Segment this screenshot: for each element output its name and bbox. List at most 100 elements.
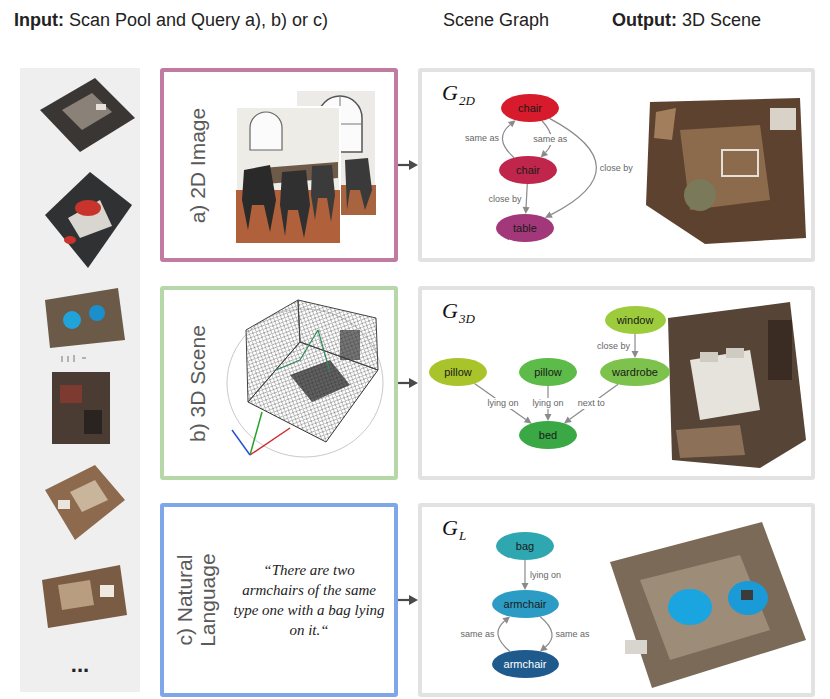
edge-label: lying on bbox=[486, 398, 519, 409]
arrowhead bbox=[502, 617, 510, 624]
node-label: pillow bbox=[444, 366, 472, 378]
connector bbox=[522, 560, 529, 590]
query-box: c) Natural Language “There are two armcha… bbox=[160, 503, 398, 697]
arrowhead bbox=[564, 416, 572, 423]
connector-line bbox=[498, 621, 510, 651]
scan-detail bbox=[96, 104, 106, 110]
graph-symbol: G bbox=[442, 515, 458, 541]
query-label: a) 2D Image bbox=[186, 75, 209, 255]
query-box: a) 2D Image bbox=[160, 68, 398, 262]
connector-line bbox=[398, 599, 409, 601]
output-pillow bbox=[700, 352, 718, 362]
arrowhead bbox=[409, 595, 418, 605]
scan-detail bbox=[89, 305, 105, 321]
scan-detail bbox=[84, 410, 102, 434]
output-pillow bbox=[726, 348, 744, 358]
connector bbox=[398, 595, 418, 605]
query-text: “There are two armchairs of the same typ… bbox=[232, 560, 386, 641]
node-label: armchair bbox=[504, 658, 547, 670]
graph-node: chair bbox=[501, 94, 559, 122]
photo-chair bbox=[345, 158, 372, 210]
output-table bbox=[722, 150, 758, 176]
mesh-wall bbox=[298, 300, 378, 370]
output-detail bbox=[770, 108, 796, 130]
graph-symbol: G bbox=[442, 80, 458, 106]
edge-label: same as bbox=[464, 133, 500, 144]
connector bbox=[502, 120, 515, 158]
output-detail bbox=[625, 640, 647, 654]
output-plant bbox=[684, 179, 716, 211]
node-label: chair bbox=[518, 102, 542, 114]
arrowhead bbox=[545, 414, 552, 421]
connector bbox=[523, 184, 530, 214]
axis-z bbox=[232, 430, 250, 455]
column-header: Scan Pool and Query a), b) or c) bbox=[69, 10, 328, 31]
node-label: armchair bbox=[504, 598, 547, 610]
output-floor bbox=[680, 125, 770, 210]
edge-label: same as bbox=[555, 629, 591, 640]
node-label: table bbox=[513, 222, 537, 234]
scan-detail bbox=[64, 236, 76, 244]
graph-node: pillow bbox=[519, 358, 577, 386]
arrowhead bbox=[522, 583, 529, 590]
graph-node: bag bbox=[496, 532, 554, 560]
edge-label: same as bbox=[459, 629, 495, 640]
output-armchair bbox=[668, 589, 712, 625]
graph-node: wardrobe bbox=[600, 358, 670, 386]
scan-detail bbox=[62, 93, 112, 130]
arrowhead bbox=[508, 120, 516, 127]
scan-detail bbox=[75, 200, 101, 216]
connector-line bbox=[398, 382, 409, 384]
scan-thumbnail bbox=[40, 78, 135, 152]
scan-detail bbox=[60, 385, 82, 403]
connector-line bbox=[502, 125, 514, 158]
column-header: Output: bbox=[612, 10, 677, 31]
scan-thumbnail bbox=[45, 172, 132, 268]
mesh-wall bbox=[246, 300, 300, 402]
graph-node: table bbox=[496, 214, 554, 242]
arrowhead bbox=[540, 644, 548, 651]
connector-line bbox=[634, 334, 635, 351]
graph-node: bed bbox=[519, 421, 577, 449]
output-bed bbox=[690, 350, 760, 420]
edge-label: lying on bbox=[531, 398, 564, 409]
scene-graph-panel: GLbagarmchairarmchair bbox=[418, 503, 815, 697]
photo-chair bbox=[242, 165, 276, 232]
scan-thumbnail bbox=[42, 565, 127, 628]
ellipsis-mark: ... bbox=[71, 652, 89, 678]
arrowhead bbox=[545, 212, 553, 218]
connector bbox=[398, 378, 418, 388]
scene-graph-panel: G3D window pillow pillow wardrobe bed bbox=[418, 286, 815, 480]
graph-subscript: 3D bbox=[459, 311, 475, 327]
graph-node: chair bbox=[499, 156, 557, 184]
graph-symbol: G bbox=[442, 298, 458, 324]
mesh-graph-lines bbox=[276, 330, 330, 372]
scan-detail bbox=[58, 500, 70, 509]
edge-label: same as bbox=[532, 134, 568, 145]
query-box: b) 3D Scene bbox=[160, 286, 398, 480]
column-header: 3D Scene bbox=[682, 10, 761, 31]
graph-node: window bbox=[605, 306, 666, 334]
scan-thumbnail bbox=[45, 465, 125, 540]
output-scene bbox=[610, 522, 806, 688]
output-bag bbox=[741, 590, 753, 600]
scan-pool-panel bbox=[20, 68, 140, 692]
connector-line bbox=[524, 560, 525, 583]
connector bbox=[498, 617, 510, 652]
node-label: wardrobe bbox=[612, 366, 658, 378]
photo-chair bbox=[280, 170, 310, 238]
arrowhead bbox=[409, 378, 418, 388]
connector-line bbox=[540, 617, 552, 647]
arrowhead bbox=[409, 160, 418, 170]
axis-y bbox=[250, 412, 262, 455]
edge-label: next to bbox=[577, 398, 606, 409]
edge-label: lying on bbox=[529, 570, 562, 581]
connector-line bbox=[526, 184, 527, 207]
query-label: c) Natural Language bbox=[173, 525, 219, 675]
scan-debris bbox=[62, 355, 86, 362]
node-label: bed bbox=[539, 429, 557, 441]
photo-front bbox=[236, 107, 340, 243]
